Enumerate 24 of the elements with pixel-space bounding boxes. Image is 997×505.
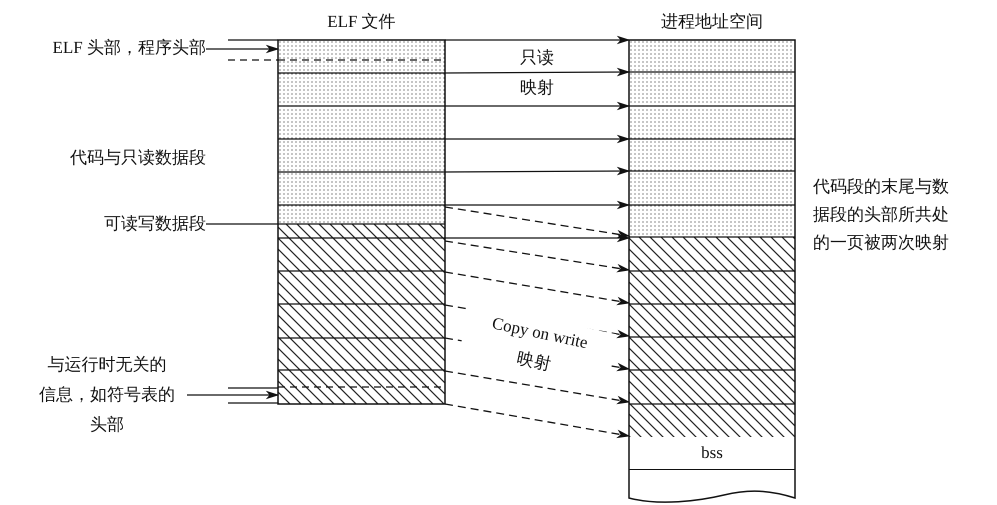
- arrow: [445, 201, 630, 209]
- leader-line: [206, 45, 278, 53]
- arrow: [445, 36, 630, 44]
- arrow: [445, 167, 630, 175]
- arrow: [444, 403, 630, 438]
- segment-label: 代码与只读数据段: [69, 147, 206, 169]
- arrow: [445, 234, 630, 242]
- leader-line: [187, 391, 278, 399]
- column-heading: 进程地址空间: [660, 11, 764, 33]
- leader-line: [206, 223, 278, 225]
- callout-text: 与运行时无关的信息，如符号表的头部: [27, 350, 187, 440]
- callout-text: 可读写数据段: [40, 212, 206, 236]
- arrow: [444, 240, 630, 272]
- mapping-label: 只读映射: [519, 47, 555, 99]
- arrow: [445, 68, 630, 76]
- arrow: [444, 370, 630, 404]
- arrow: [445, 102, 630, 110]
- callout-text: ELF 头部，程序头部: [20, 36, 206, 60]
- arrow: [445, 135, 630, 143]
- arrow: [444, 271, 630, 306]
- arrow: [444, 206, 630, 238]
- column-heading: ELF 文件: [326, 11, 397, 33]
- segment-box: bss: [629, 437, 795, 470]
- note-text: 代码段的末尾与数据段的头部所共处的一页被两次映射: [813, 176, 950, 254]
